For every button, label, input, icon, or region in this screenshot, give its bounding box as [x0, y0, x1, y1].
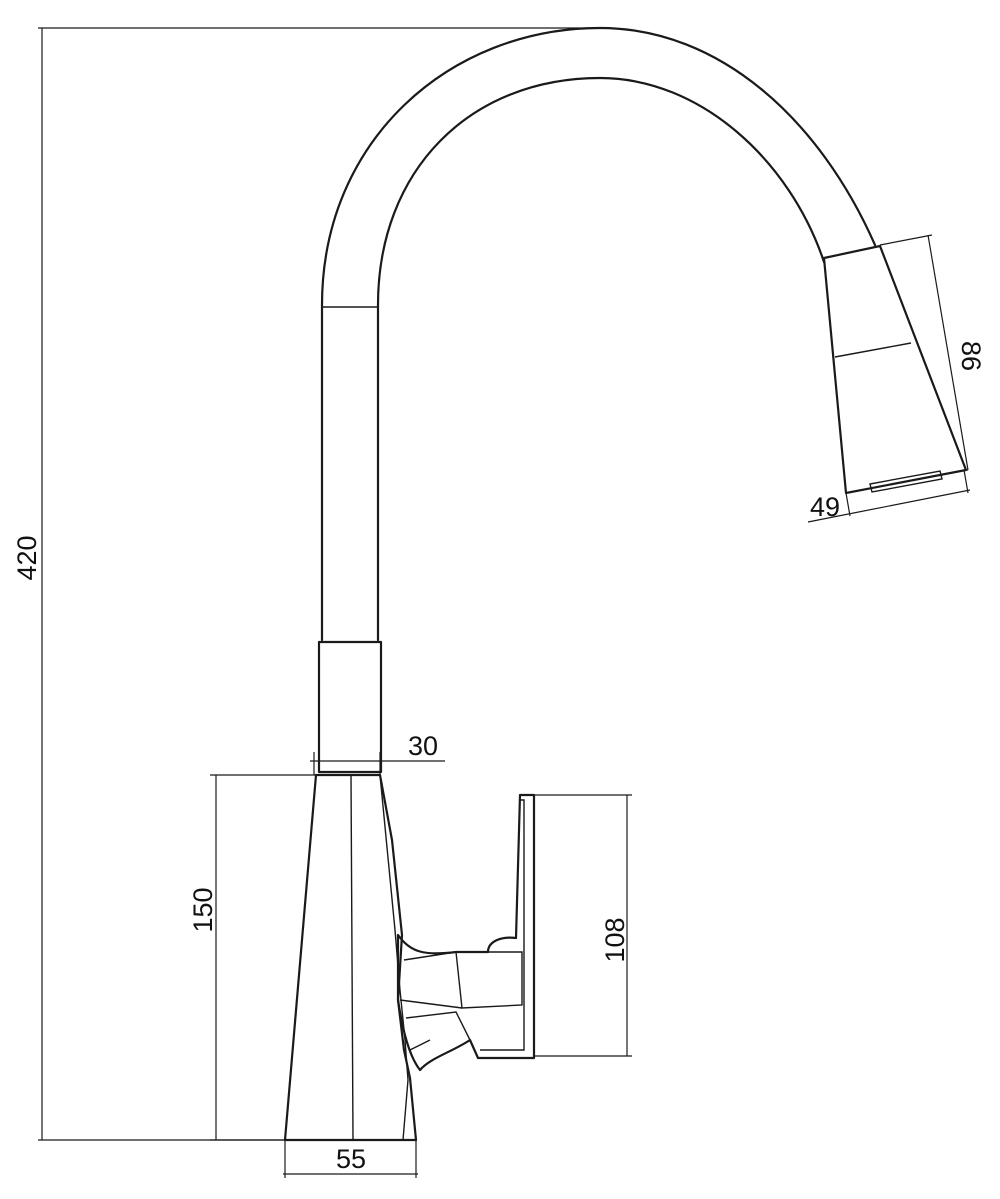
lever-inner-panel	[480, 799, 525, 1051]
dimension-sprayer-length-label: 86	[956, 341, 986, 371]
lever-block	[455, 951, 523, 1009]
dimension-body-height: 150	[188, 774, 316, 1141]
lever-joint-facets	[399, 951, 471, 1051]
body-side-edge	[379, 774, 409, 1141]
sprayer-nozzle	[869, 470, 943, 493]
sprayer-band-line	[834, 342, 912, 358]
spout-collar	[317, 640, 383, 774]
dimension-total-height: 420	[12, 27, 600, 1141]
faucet-body	[283, 773, 418, 1142]
dimension-sprayer-length: 86	[879, 234, 986, 471]
faucet-outline	[283, 26, 968, 1142]
dimension-total-height-label: 420	[12, 535, 42, 580]
dimension-sprayer-diameter: 49	[807, 469, 971, 523]
lever-handle	[396, 793, 536, 1072]
dimension-spout-diameter: 30	[310, 731, 445, 775]
dimension-base-diameter-label: 55	[336, 1144, 366, 1174]
dimension-sprayer-diameter-label: 49	[810, 492, 840, 522]
dimension-handle-height-label: 108	[600, 917, 630, 962]
sprayer-head	[822, 244, 968, 495]
body-center-line	[350, 774, 354, 1141]
spout-inner-arc	[376, 76, 826, 642]
dimension-base-diameter: 55	[283, 1140, 418, 1178]
spout-outer-arc	[320, 26, 877, 642]
dimension-handle-height: 108	[534, 794, 632, 1057]
dimension-spout-diameter-label: 30	[408, 731, 438, 761]
dimension-body-height-label: 150	[188, 887, 218, 932]
